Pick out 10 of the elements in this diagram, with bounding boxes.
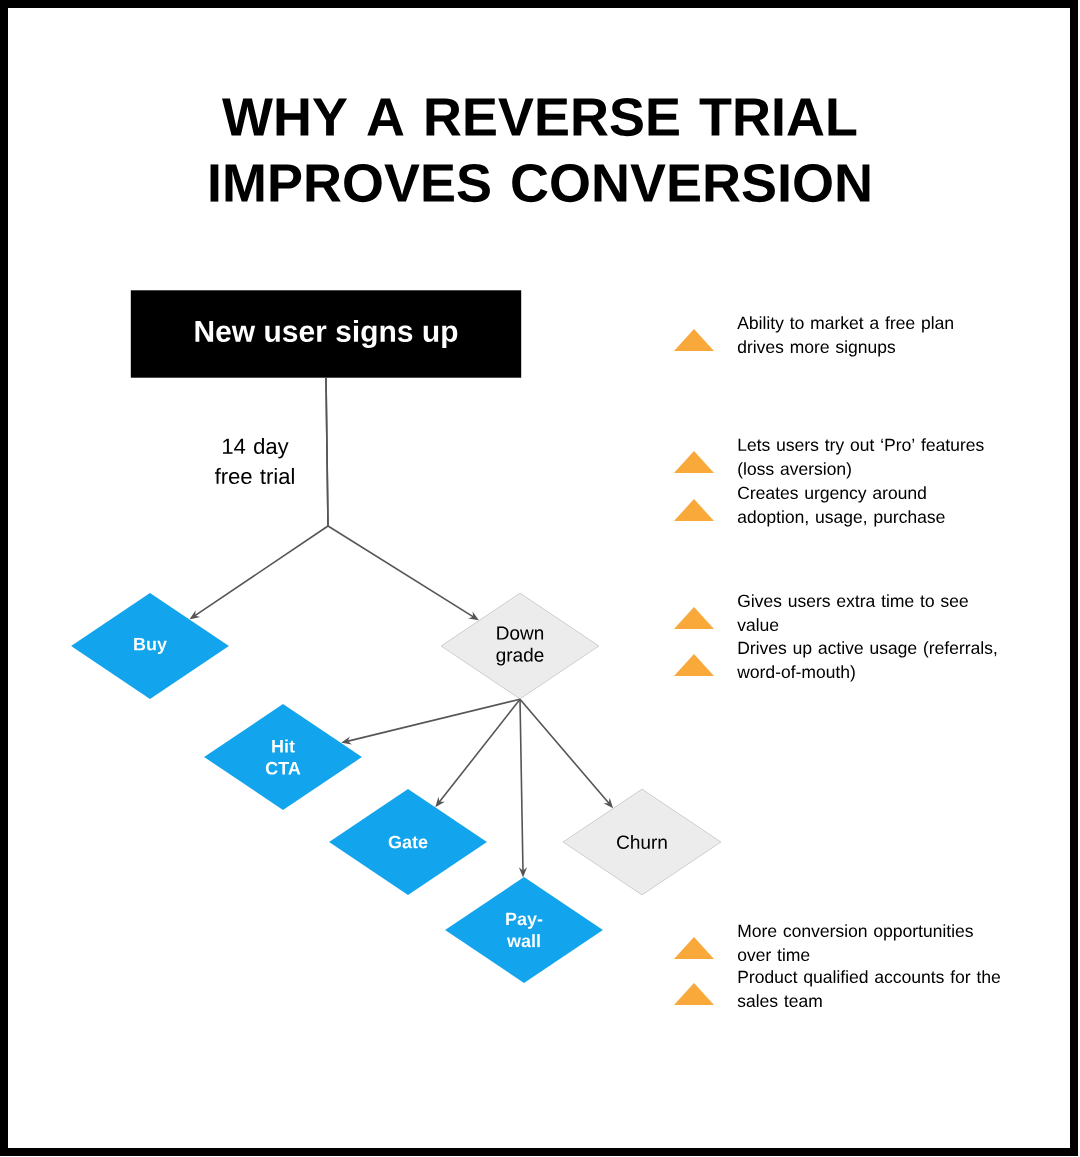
bullet-text: Ability to market a free plan drives more signups bbox=[737, 316, 953, 357]
bullet-text: More conversion opportunities over time bbox=[737, 924, 973, 962]
bullet-text: Drives up active usage (referrals, word-of-mouth) bbox=[737, 641, 997, 682]
bullet-text: Creates urgency around adoption, usage, purchase bbox=[737, 486, 945, 527]
edge-label: 14 day free trial bbox=[198, 435, 312, 487]
bullet-text: Product qualified accounts for the sales team bbox=[737, 970, 1000, 1008]
title: WHY A REVERSE TRIAL IMPROVES CONVERSION bbox=[210, 97, 870, 203]
bullet-text: Gives users extra time to see value bbox=[737, 594, 968, 632]
start-box: New user signs up bbox=[130, 290, 522, 378]
bullet-text: Lets users try out ‘Pro’ features (loss aversion) bbox=[738, 438, 984, 479]
